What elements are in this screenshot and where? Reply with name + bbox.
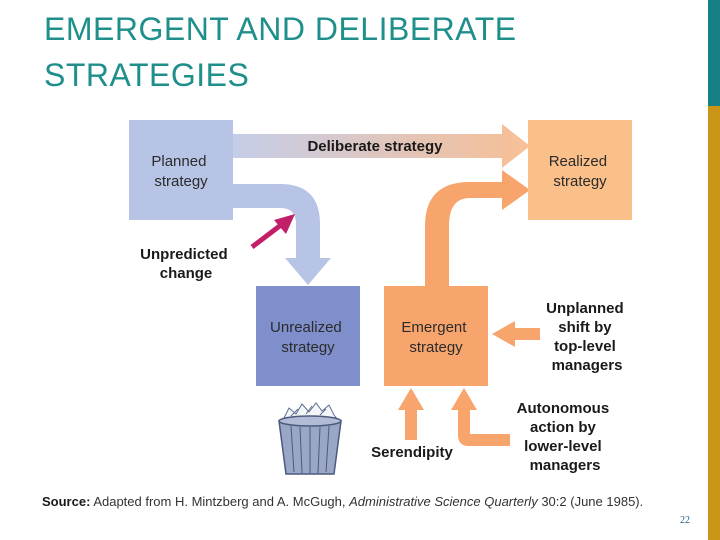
source-text-1: Adapted from H. Mintzberg and A. McGugh, [93,494,346,509]
autonomous-action-label: Autonomous action by lower-level manager… [517,400,614,474]
realized-strategy-label: Realized strategy [549,153,612,190]
emergent-strategy-box [384,286,488,386]
source-journal: Administrative Science Quarterly [349,494,538,509]
autonomous-line-4: managers [530,457,601,474]
serendipity-arrow [398,388,424,440]
unpredicted-change-arrow [250,214,295,249]
unplanned-line-2: shift by [558,319,612,336]
autonomous-line-1: Autonomous [517,400,609,417]
accent-bar-teal [708,0,720,106]
planned-strategy-box [129,120,233,220]
serendipity-label: Serendipity [371,444,453,461]
slide-title: EMERGENT AND DELIBERATE STRATEGIES [44,11,517,93]
accent-bar-gold [708,106,720,540]
trash-basket-icon [278,402,342,475]
autonomous-action-arrow [451,388,510,446]
unrealized-line-2: strategy [281,339,335,356]
planned-line-2: strategy [154,173,208,190]
unrealized-flow-arrow [232,184,331,285]
unrealized-line-1: Unrealized [270,319,342,336]
unplanned-line-3: top-level [554,338,616,355]
unpredicted-line-2: change [160,265,213,282]
realized-line-1: Realized [549,153,607,170]
unrealized-strategy-box [256,286,360,386]
deliberate-strategy-label: Deliberate strategy [307,138,443,155]
page-number: 22 [680,515,690,526]
realized-line-2: strategy [553,173,607,190]
source-prefix: Source: [42,494,91,509]
emergent-line-1: Emergent [401,319,467,336]
unrealized-strategy-label: Unrealized strategy [270,319,346,356]
autonomous-line-2: action by [530,419,597,436]
emergent-line-2: strategy [409,339,463,356]
unplanned-line-4: managers [552,357,623,374]
unpredicted-line-1: Unpredicted [140,246,228,263]
source-text-2: 30:2 (June 1985). [541,494,644,509]
unplanned-shift-label: Unplanned shift by top-level managers [546,300,628,374]
deliberate-strategy-arrow [232,124,530,168]
planned-line-1: Planned [151,153,206,170]
autonomous-line-3: lower-level [524,438,602,455]
emergent-strategy-label: Emergent strategy [401,319,470,356]
unplanned-shift-arrow [492,321,540,347]
unpredicted-change-label: Unpredicted change [140,246,232,282]
source-citation: Source: Adapted from H. Mintzberg and A.… [42,494,643,509]
unplanned-line-1: Unplanned [546,300,624,317]
planned-strategy-label: Planned strategy [151,153,210,190]
emergent-flow-arrow [425,170,530,287]
realized-strategy-box [528,120,632,220]
